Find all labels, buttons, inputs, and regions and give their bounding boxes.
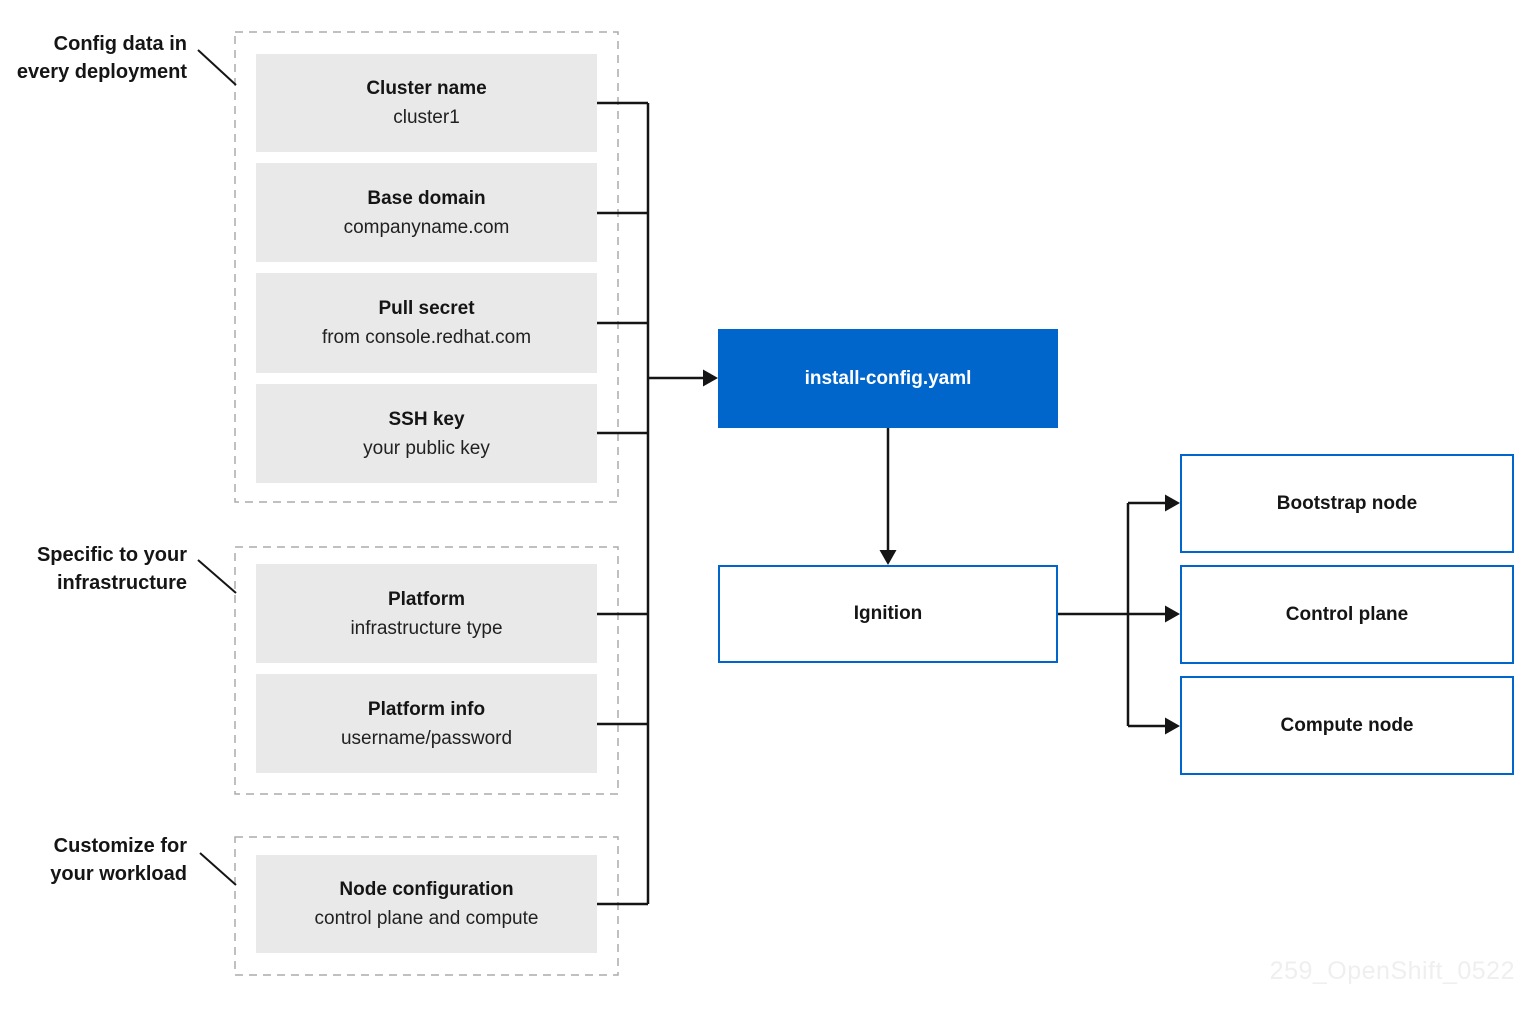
config-box-title: Cluster name [366,78,487,99]
config-box-subtitle: control plane and compute [314,908,539,929]
config-box-subtitle: your public key [363,437,490,459]
group-box-workload [234,836,619,976]
bootstrap-node-label: Bootstrap node [1276,492,1418,514]
watermark-text: 259_OpenShift_0522 [1269,957,1515,985]
config-box-title: Platform info [367,698,486,720]
annotation-line: infrastructure [56,572,187,594]
group-box-infrastructure [234,546,619,795]
annotation-infrastructure: Specific to your infrastructure [0,541,187,597]
config-box-pull-secret: Pull secret from console.redhat.com [256,273,597,373]
config-box-node-configuration: Node configuration control plane and com… [256,855,597,953]
annotation-workload: Customize for your workload [0,832,187,888]
install-config-yaml-label: install-config.yaml [804,367,972,389]
compute-node-label: Compute node [1280,714,1414,736]
config-box-subtitle: username/password [340,727,513,749]
arrowhead-to-install-config [703,369,718,387]
arrowhead-to-bootstrap [1165,494,1180,512]
ignition-box: Ignition [718,565,1058,663]
control-plane-label: Control plane [1285,603,1409,625]
config-box-title: SSH key [388,408,465,430]
config-box-title: Base domain [367,187,486,209]
config-box-subtitle: companyname.com [343,216,510,238]
pointer-line-workload [199,852,237,886]
annotation-line: Customize for [53,835,187,857]
pointer-line-infrastructure [197,559,237,594]
config-box-title: Node configuration [339,879,514,900]
annotation-line: your workload [50,863,187,885]
config-box-subtitle: from console.redhat.com [321,327,532,348]
control-plane-box: Control plane [1180,565,1514,664]
install-config-yaml-box: install-config.yaml [718,329,1058,428]
annotation-line: Config data in [53,33,187,55]
annotation-line: Specific to your [36,544,187,566]
config-box-subtitle: cluster1 [393,107,460,128]
config-box-title: Platform [387,588,466,610]
config-box-platform: Platform infrastructure type [256,564,597,663]
arrowhead-to-compute [1165,717,1180,735]
config-box-base-domain: Base domain companyname.com [256,163,597,262]
config-box-ssh-key: SSH key your public key [256,384,597,483]
compute-node-box: Compute node [1180,676,1514,775]
config-box-platform-info: Platform info username/password [256,674,597,773]
bootstrap-node-box: Bootstrap node [1180,454,1514,553]
group-box-config-data [234,31,619,503]
arrowhead-to-ignition [879,550,897,565]
pointer-line-config-data [197,49,237,86]
config-box-subtitle: infrastructure type [350,617,503,639]
ignition-label: Ignition [853,603,923,624]
arrowhead-to-control-plane [1165,605,1180,623]
annotation-config-data: Config data in every deployment [0,30,187,86]
config-box-title: Pull secret [378,298,475,319]
config-box-cluster-name: Cluster name cluster1 [256,54,597,152]
annotation-line: every deployment [16,61,187,83]
